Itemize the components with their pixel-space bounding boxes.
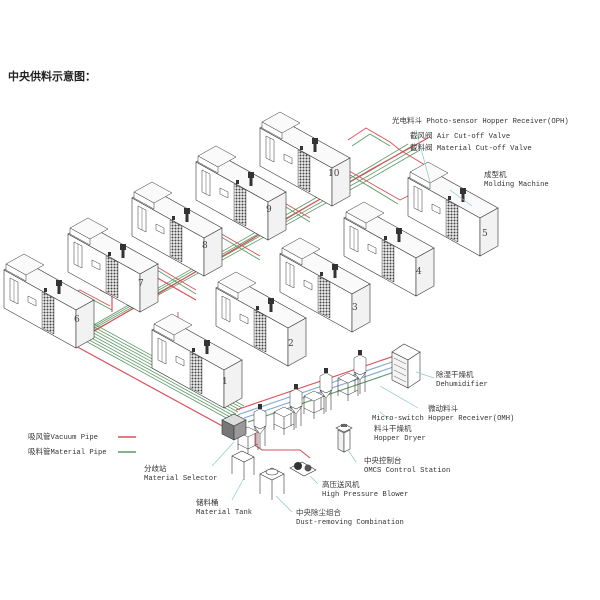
label-dehumidifier: 除湿干燥机 Dehumidifier [436, 370, 488, 389]
high-pressure-blower [289, 461, 317, 477]
label-molding-machine: 成型机 Molding Machine [484, 170, 549, 189]
machine-number-4: 4 [416, 267, 422, 277]
machine-number-7: 7 [138, 279, 144, 289]
label-control-station: 中央控制台 OMCS Control Station [364, 456, 451, 475]
machine-number-8: 8 [202, 241, 208, 251]
machine-number-9: 9 [266, 205, 272, 215]
machine-number-6: 6 [74, 315, 80, 325]
hopper-dryer-2 [273, 383, 303, 436]
label-omh: 微动料斗 Micro-switch Hopper Receiver(OMH) [372, 404, 515, 423]
machine-number-10: 10 [328, 169, 340, 179]
machine-number-2: 2 [288, 339, 294, 349]
label-material-tank: 储料桶 Material Tank [196, 498, 253, 517]
machine-number-1: 1 [222, 377, 228, 387]
label-hopper-dryer: 料斗干燥机 Hopper Dryer [374, 424, 426, 443]
machine-number-3: 3 [352, 303, 358, 313]
label-material-cutoff-valve: 截料阀 Material Cut-off Valve [410, 143, 532, 153]
machine-number-5: 5 [482, 229, 488, 239]
legend-vacuum-pipe: 吸风管Vacuum Pipe [28, 432, 98, 442]
label-dust-removing: 中央除尘组合 Dust-removing Combination [296, 508, 404, 527]
leader-lines [211, 129, 473, 513]
label-oph: 光电料斗 Photo-sensor Hopper Receiver(OPH) [392, 116, 569, 126]
hopper-dryer-4 [337, 349, 367, 402]
label-material-selector: 分歧站 Material Selector [144, 464, 218, 483]
material-tank [231, 450, 255, 480]
dehumidifier [391, 343, 421, 389]
material-selector [221, 413, 247, 441]
hopper-dryer-3 [303, 367, 333, 420]
legend-material-pipe: 吸料管Material Pipe [28, 447, 107, 457]
label-high-pressure-blower: 高压送风机 High Pressure Blower [322, 480, 409, 499]
omcs-control-station [335, 423, 353, 453]
label-air-cutoff-valve: 截风阀 Air Cut-off Valve [410, 131, 511, 141]
dust-removing-combination [259, 467, 285, 500]
page-title: 中央供料示意图： [8, 70, 96, 83]
